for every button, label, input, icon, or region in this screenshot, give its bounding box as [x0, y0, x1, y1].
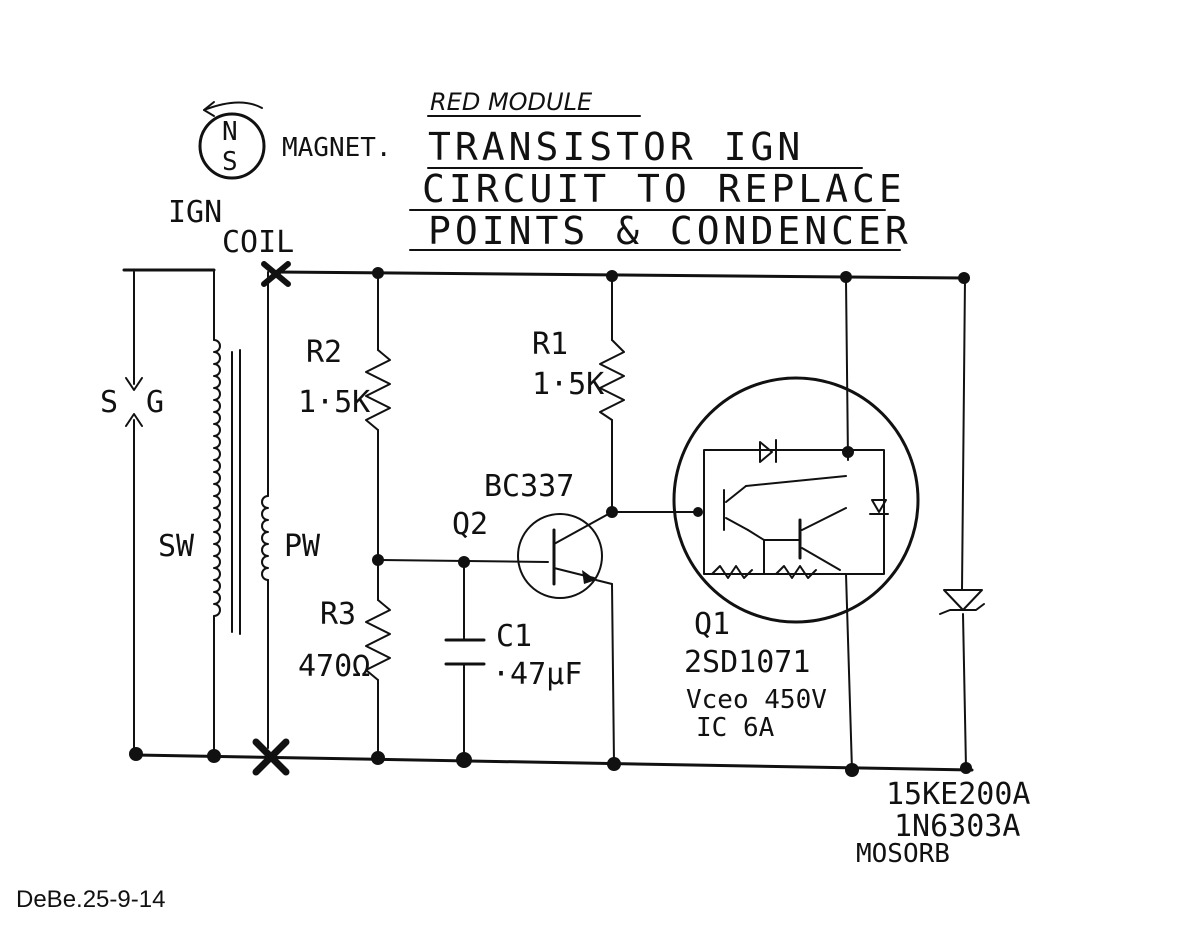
- pw-label: PW: [284, 529, 321, 564]
- title-line-1: TRANSISTOR IGN: [428, 125, 804, 169]
- magnet-label: MAGNET.: [282, 133, 392, 163]
- r2-value: 1·5K: [298, 385, 370, 420]
- secondary-winding: [213, 339, 221, 617]
- c1-name: C1: [496, 619, 532, 654]
- title-line-3: POINTS & CONDENCER: [428, 209, 912, 253]
- r3-value: 470Ω: [298, 649, 370, 684]
- sg-electrode-top: [125, 377, 143, 391]
- magnet-north: N: [222, 117, 238, 147]
- spark-gap-s: S: [100, 385, 118, 420]
- credit-label: DeBe.25-9-14: [16, 886, 166, 913]
- q1-name: Q1: [694, 607, 730, 642]
- sg-electrode-bottom: [125, 413, 143, 427]
- q1-ic: IC 6A: [696, 713, 775, 743]
- tvs-diode: [943, 589, 983, 611]
- r1-name: R1: [532, 327, 568, 362]
- magnet-symbol: N S: [198, 101, 266, 180]
- terminal-bottom-x: [252, 738, 290, 776]
- q1-vceo: Vceo 450V: [686, 685, 827, 715]
- tvs-bar: [939, 603, 985, 615]
- r3-name: R3: [320, 597, 356, 632]
- r2-name: R2: [306, 335, 342, 370]
- tvs-line-1: 15KE200A: [886, 777, 1031, 812]
- coil-label-1: IGN: [168, 195, 222, 230]
- resistor-r1: [599, 339, 625, 421]
- q2-emitter-to-ground: [611, 583, 615, 765]
- q1-emitter-wire: [845, 573, 853, 771]
- title-line-2: CIRCUIT TO REPLACE: [422, 167, 906, 211]
- magnet-south: S: [222, 147, 238, 177]
- spark-gap-g: G: [146, 385, 164, 420]
- tvs-lead-top: [961, 277, 966, 591]
- q1-part: 2SD1071: [684, 645, 810, 680]
- sw-label: SW: [158, 529, 195, 564]
- transistor-q2: [517, 511, 613, 599]
- resistor-r2: [365, 349, 391, 431]
- junction-dots: [129, 267, 972, 777]
- tvs-line-2: 1N6303A: [894, 809, 1020, 844]
- q1-collector-wire: [845, 279, 849, 461]
- darlington-q1: [672, 376, 920, 624]
- r1-value: 1·5K: [532, 367, 604, 402]
- subtitle-red-module: RED MODULE: [430, 88, 593, 116]
- tvs-line-3: MOSORB: [856, 839, 950, 869]
- c1-value: ·47μF: [492, 657, 582, 692]
- primary-winding: [261, 495, 269, 581]
- q2-part: BC337: [484, 469, 574, 504]
- resistor-r3: [365, 599, 391, 681]
- q2-emitter-wire: [595, 579, 613, 585]
- coil-label-2: COIL: [222, 225, 294, 260]
- tvs-lead-bottom: [962, 613, 967, 769]
- q2-name: Q2: [452, 507, 488, 542]
